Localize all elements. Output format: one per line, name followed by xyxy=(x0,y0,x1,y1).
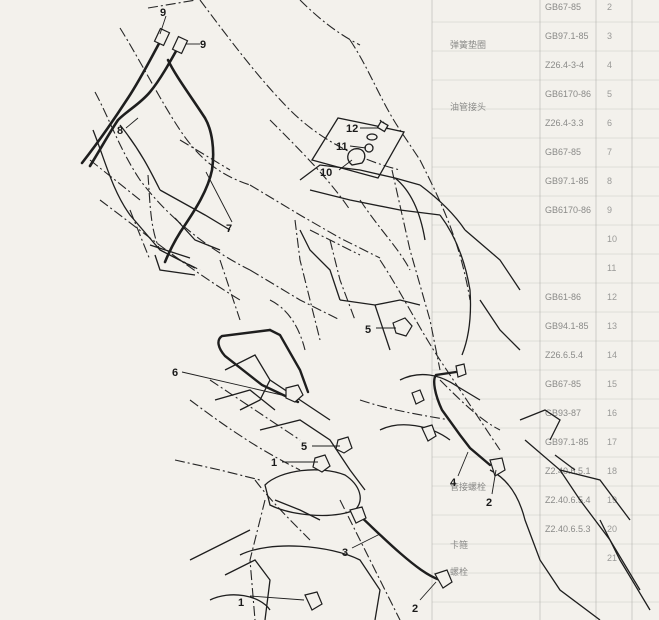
bleed-part-code: GB6170-86 xyxy=(545,89,591,99)
callout-9-b: 9 xyxy=(200,39,206,51)
bleed-part-code: GB67-85 xyxy=(545,147,581,157)
callout-numbers: 9 9 8 7 10 11 12 6 5 5 1 4 2 3 2 1 xyxy=(117,7,492,615)
callout-4: 4 xyxy=(450,477,457,489)
bleed-part-code: Z26.6.5.4 xyxy=(545,350,583,360)
callout-11: 11 xyxy=(336,141,348,153)
bleed-note: 螺栓 xyxy=(450,566,468,577)
bleed-row-number: 21 xyxy=(607,553,617,563)
brake-pipe-upper xyxy=(80,36,215,264)
bleed-through-text: 23456789101112131415161718192021GB67-85G… xyxy=(432,2,659,603)
bleed-row-number: 16 xyxy=(607,408,617,418)
bleed-part-code: GB97.1-85 xyxy=(545,437,589,447)
callout-2-b: 2 xyxy=(412,603,418,615)
bleed-part-code: GB97.1-85 xyxy=(545,176,589,186)
callout-10: 10 xyxy=(320,167,332,179)
bleed-part-code: GB61-86 xyxy=(545,292,581,302)
bleed-row-number: 3 xyxy=(607,31,612,41)
bleed-part-code: Z2.40.6.5.3 xyxy=(545,524,591,534)
bleed-part-code: GB94.1-85 xyxy=(545,321,589,331)
brake-pipe-3 xyxy=(356,512,442,582)
bleed-part-code: Z26.4-3.3 xyxy=(545,118,584,128)
bleed-part-code: Z2.40.6.5.1 xyxy=(545,466,591,476)
callout-2-a: 2 xyxy=(486,497,492,509)
bleed-part-code: GB67-85 xyxy=(545,379,581,389)
callout-8: 8 xyxy=(117,125,123,137)
callout-7: 7 xyxy=(226,223,232,235)
callout-9-a: 9 xyxy=(160,7,166,19)
callout-6: 6 xyxy=(172,367,178,379)
bleed-row-number: 13 xyxy=(607,321,617,331)
pipe-clip-assembly xyxy=(310,117,405,179)
bleed-row-number: 14 xyxy=(607,350,617,360)
callout-12: 12 xyxy=(346,123,358,135)
bleed-part-code: Z26.4-3-4 xyxy=(545,60,584,70)
bleed-row-number: 9 xyxy=(607,205,612,215)
callout-5-b: 5 xyxy=(301,441,307,453)
bleed-row-number: 5 xyxy=(607,89,612,99)
bleed-row-number: 20 xyxy=(607,524,617,534)
bleed-row-number: 4 xyxy=(607,60,612,70)
bleed-part-code: GB97.1-85 xyxy=(545,31,589,41)
bleed-row-number: 8 xyxy=(607,176,612,186)
brake-pipe-6 xyxy=(217,328,310,404)
bleed-row-number: 17 xyxy=(607,437,617,447)
callout-1-a: 1 xyxy=(271,457,277,469)
brake-pipe-4 xyxy=(433,370,492,467)
callout-5-a: 5 xyxy=(365,324,371,336)
bleed-through-table xyxy=(431,0,633,620)
bleed-note: 卡箍 xyxy=(450,539,468,550)
callout-1-b: 1 xyxy=(238,597,244,609)
bleed-row-number: 7 xyxy=(607,147,612,157)
bleed-row-number: 19 xyxy=(607,495,617,505)
bleed-row-number: 18 xyxy=(607,466,617,476)
bleed-part-code: GB67-85 xyxy=(545,2,581,12)
bleed-row-number: 11 xyxy=(607,263,616,273)
pipe-fitting-9a xyxy=(153,27,189,55)
bleed-row-number: 15 xyxy=(607,379,617,389)
bleed-note: 弹簧垫圈 xyxy=(450,39,486,50)
callout-3: 3 xyxy=(342,547,348,559)
bleed-part-code: Z2.40.6.5.4 xyxy=(545,495,591,505)
bleed-part-code: GB93-87 xyxy=(545,408,581,418)
bleed-row-number: 12 xyxy=(607,292,617,302)
vehicle-body-outline xyxy=(89,0,501,620)
bleed-row-number: 6 xyxy=(607,118,612,128)
bleed-row-number: 10 xyxy=(607,234,617,244)
bleed-note: 油管接头 xyxy=(450,101,486,112)
bleed-row-number: 2 xyxy=(607,2,612,12)
bleed-note: 管接螺栓 xyxy=(450,481,486,492)
bleed-part-code: GB6170-86 xyxy=(545,205,591,215)
callout-leaders xyxy=(125,15,497,601)
bolt-fittings xyxy=(285,317,506,611)
